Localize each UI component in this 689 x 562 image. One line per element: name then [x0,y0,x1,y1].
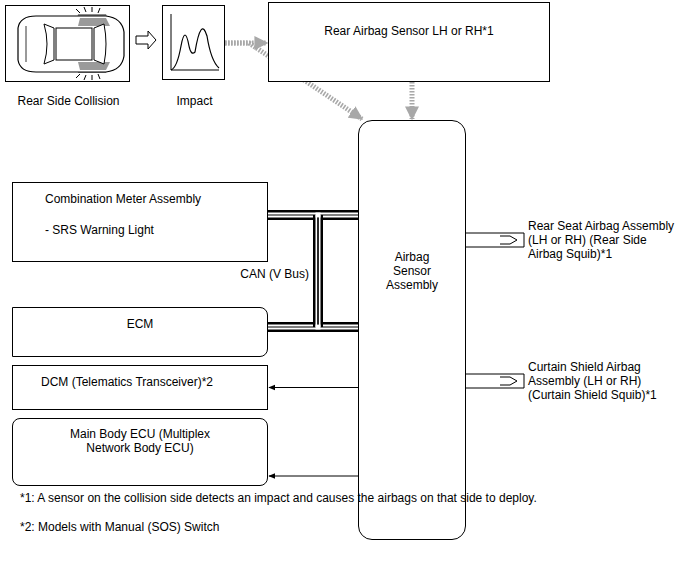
connector [269,476,358,477]
collision-illustration: Rear Side Collision [5,5,130,82]
box-title: Curtain Shield Airbag Assembly (LH or RH… [528,360,683,402]
footnote: *1: A sensor on the collision side detec… [20,491,680,505]
connector [136,31,156,49]
box-title: Combination Meter Assembly [45,192,259,206]
squib-symbol [500,371,525,391]
bus-label: CAN (V Bus) [239,267,310,281]
sensor-box: Rear Airbag Sensor LH or RH*1 [268,2,550,82]
box-title: ECM [13,317,267,331]
connector [269,387,358,388]
box-title: Main Body ECU (Multiplex Network Body EC… [63,427,217,455]
ecu-box: Combination Meter Assembly - SRS Warning … [12,182,268,262]
box-title: Rear Seat Airbag Assembly (LH or RH) (Re… [528,219,678,261]
impact-graph [163,6,224,79]
ecu-box: ECM [12,307,268,357]
footnote: *2: Models with Manual (SOS) Switch [20,520,680,534]
box-title: Airbag Sensor Assembly [381,250,443,292]
box-title: DCM (Telematics Transceiver)*2 [41,375,259,389]
squib-symbol [500,230,525,250]
ecu-box: Main Body ECU (Multiplex Network Body EC… [12,418,268,486]
ecu-box: Airbag Sensor Assembly [358,120,466,540]
can-bus-branch [316,215,321,327]
box-detail: - SRS Warning Light [45,223,259,237]
box-title: Rear Side Collision [0,94,141,108]
ecu-box: DCM (Telematics Transceiver)*2 [12,365,268,410]
box-title: Rear Airbag Sensor LH or RH*1 [269,24,549,38]
squib-symbol: Rear Seat Airbag Assembly (LH or RH) (Re… [500,230,525,250]
box-title: Impact [143,94,246,108]
car-illustration [6,6,129,81]
squib-symbol: Curtain Shield Airbag Assembly (LH or RH… [500,371,525,391]
connector [466,374,500,388]
impact-graph: Impact [162,5,225,80]
connector [466,233,500,247]
connector [412,82,413,119]
